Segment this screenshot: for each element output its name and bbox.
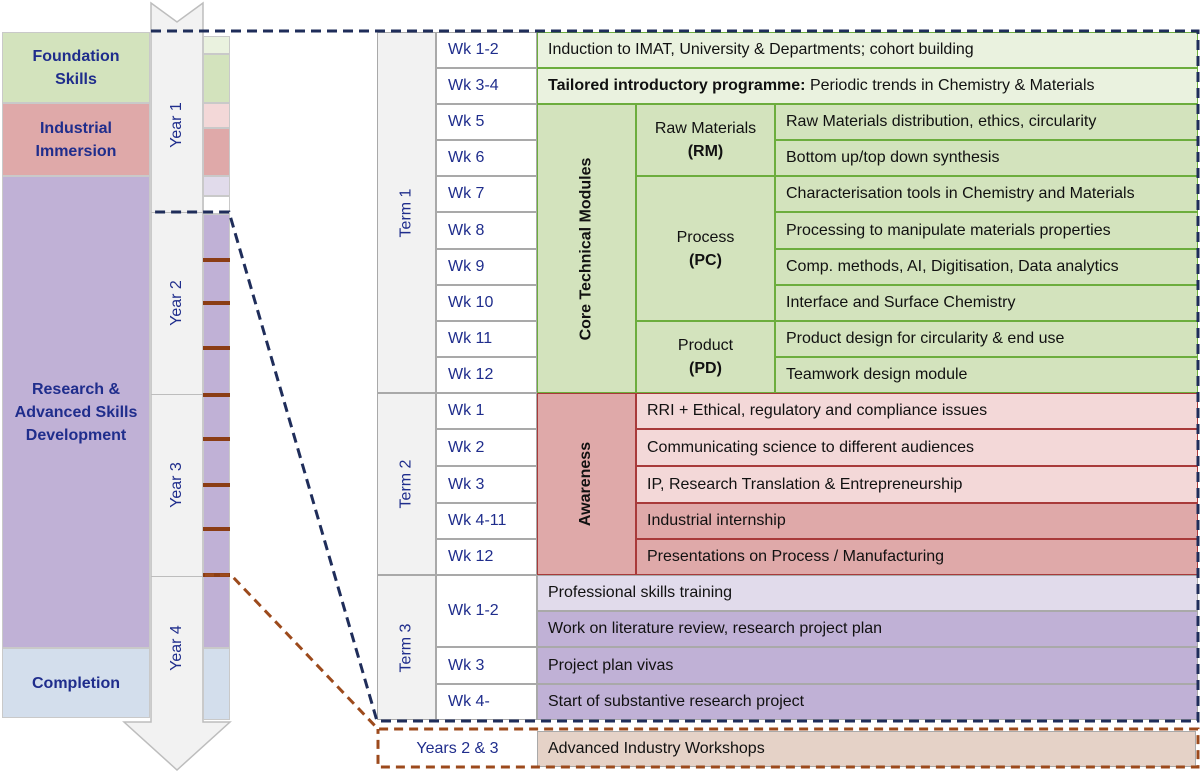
week-label: Wk 3 [436,647,537,684]
induction-cell: Induction to IMAT, University & Departme… [537,32,1198,68]
timeline-tick [203,483,230,487]
term-2-label: Term 2 [377,393,436,575]
product-module: Product (PD) [636,321,775,393]
module-topic: Raw Materials distribution, ethics, circ… [775,104,1198,140]
week-label: Wk 6 [436,140,537,176]
week-label: Wk 12 [436,539,537,575]
module-topic: Product design for circularity & end use [775,321,1198,357]
strip-research [203,214,230,648]
year-4-label: Year 4 [167,625,185,671]
term-1-label: Term 1 [377,32,436,393]
week-label: Wk 11 [436,321,537,357]
term3-topic: Project plan vivas [537,647,1198,684]
process-abbr: (PC) [689,251,722,269]
week-label: Wk 1 [436,393,537,429]
week-label: Wk 3 [436,466,537,503]
phase-industrial-immersion: Industrial Immersion [2,103,150,176]
awareness-topic: Presentations on Process / Manufacturing [636,539,1198,575]
tailored-programme-desc: Periodic trends in Chemistry & Materials [805,77,1095,94]
module-topic: Bottom up/top down synthesis [775,140,1198,176]
phase-research-advanced-skills: Research & Advanced Skills Development [2,176,150,648]
workshops-cell: Advanced Industry Workshops [537,731,1196,767]
week-label: Wk 8 [436,212,537,249]
module-topic: Interface and Surface Chemistry [775,285,1198,321]
strip-completion [203,648,230,720]
tailored-programme-cell: Tailored introductory programme: Periodi… [537,68,1198,104]
week-label: Wk 1-2 [436,32,537,68]
workshops-years-label: Years 2 & 3 [378,731,537,767]
strip-foundation [203,54,230,103]
strip-foundation-light [203,36,230,54]
year-3-label: Year 3 [167,462,185,508]
week-label: Wk 10 [436,285,537,321]
process-module: Process (PC) [636,176,775,321]
raw-materials-module: Raw Materials (RM) [636,104,775,176]
week-label: Wk 5 [436,104,537,140]
year-1-label: Year 1 [167,102,185,148]
term3-topic: Start of substantive research project [537,684,1198,720]
raw-materials-abbr: (RM) [687,143,724,160]
raw-materials-label: Raw Materials [654,120,757,137]
term-3-label: Term 3 [377,575,436,720]
awareness-topic: RRI + Ethical, regulatory and compliance… [636,393,1198,429]
phase-foundation-skills: Foundation Skills [2,32,150,103]
timeline-tick [203,301,230,305]
module-topic: Teamwork design module [775,357,1198,393]
term3-topic: Professional skills training [537,575,1198,611]
strip-gap [203,196,230,214]
core-technical-modules-label: Core Technical Modules [537,104,636,393]
week-label: Wk 7 [436,176,537,212]
module-topic: Characterisation tools in Chemistry and … [775,176,1198,212]
strip-industrial-light [203,103,230,128]
week-label: Wk 1-2 [436,575,537,647]
timeline-tick [203,437,230,441]
week-label: Wk 2 [436,429,537,466]
module-topic: Comp. methods, AI, Digitisation, Data an… [775,249,1198,285]
week-label: Wk 4-11 [436,503,537,539]
strip-industrial [203,128,230,176]
process-label: Process [676,228,735,246]
timeline-tick [203,527,230,531]
awareness-label: Awareness [537,393,636,575]
timeline-tick [203,393,230,397]
product-abbr: (PD) [689,360,722,377]
tailored-programme-title: Tailored introductory programme: [548,77,806,94]
year-2-label: Year 2 [167,280,185,326]
awareness-topic: Industrial internship [636,503,1198,539]
awareness-topic: Communicating science to different audie… [636,429,1198,466]
strip-research-light [203,176,230,196]
week-label: Wk 9 [436,249,537,285]
term3-topic: Work on literature review, research proj… [537,611,1198,647]
module-topic: Processing to manipulate materials prope… [775,212,1198,249]
product-label: Product [677,337,734,354]
phase-completion: Completion [2,648,150,718]
week-label: Wk 3-4 [436,68,537,104]
timeline-tick [203,573,230,577]
week-label: Wk 12 [436,357,537,393]
week-label: Wk 4- [436,684,537,720]
timeline-tick [203,346,230,350]
timeline-tick [203,258,230,262]
awareness-topic: IP, Research Translation & Entrepreneurs… [636,466,1198,503]
